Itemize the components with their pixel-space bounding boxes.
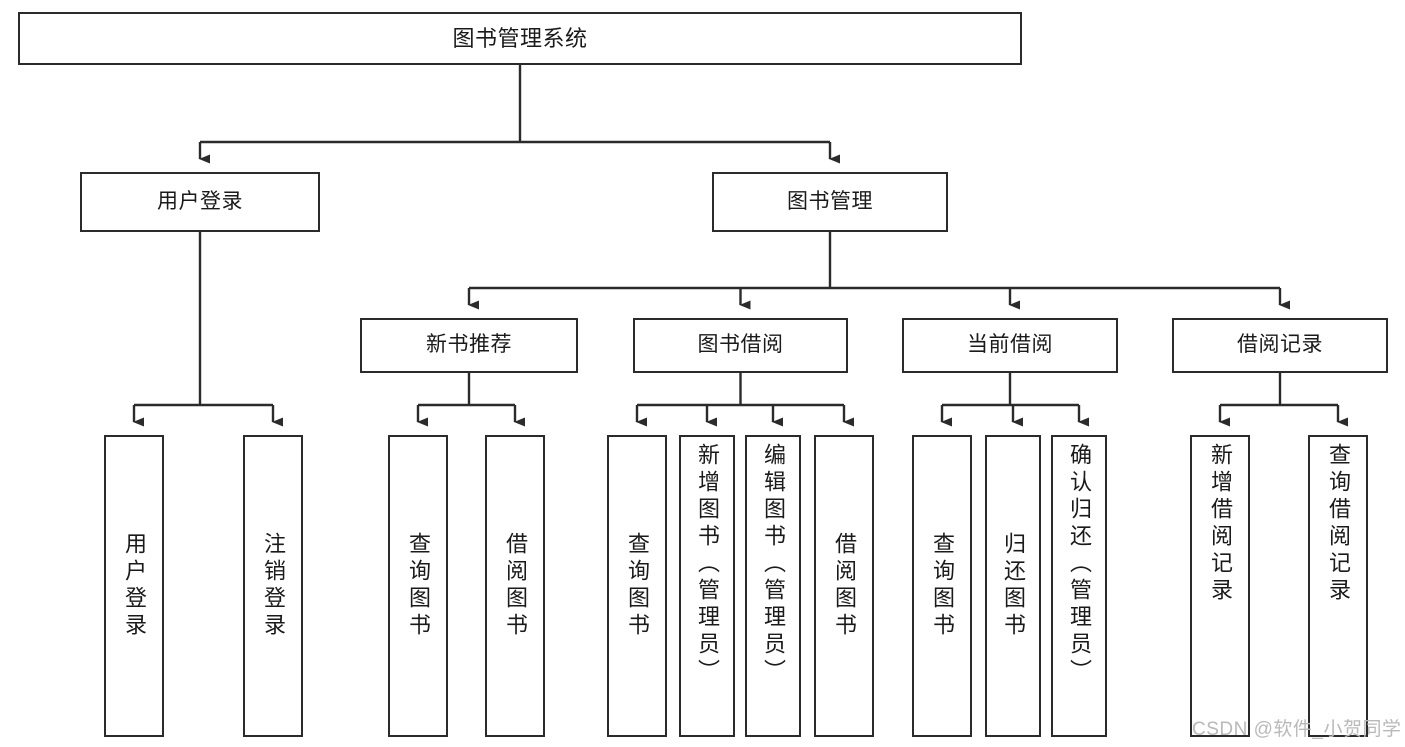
node-label: 借阅图书: [832, 532, 857, 640]
node-leaf-borrow-book-2[interactable]: 借阅图书: [814, 435, 874, 737]
node-leaf-return-book[interactable]: 归还图书: [985, 435, 1041, 737]
node-label: 归还图书: [1001, 532, 1026, 640]
node-leaf-user-logout[interactable]: 注销登录: [243, 435, 303, 737]
node-leaf-confirm-return[interactable]: 确认归还（管理员）: [1051, 435, 1107, 737]
node-label: 新书推荐: [426, 333, 512, 357]
node-label: 查询图书: [625, 532, 650, 640]
node-label: 用户登录: [157, 189, 243, 213]
node-user-login[interactable]: 用户登录: [80, 172, 320, 232]
node-leaf-query-book-1[interactable]: 查询图书: [388, 435, 448, 737]
node-leaf-query-record[interactable]: 查询借阅记录: [1308, 435, 1368, 737]
node-label: 当前借阅: [967, 333, 1053, 357]
watermark-label: CSDN @软件_小贺同学: [1192, 719, 1402, 740]
node-label: 用户登录: [122, 532, 147, 640]
node-book-borrow[interactable]: 图书借阅: [633, 318, 848, 373]
node-leaf-add-book[interactable]: 新增图书（管理员）: [679, 435, 735, 737]
node-book-manage[interactable]: 图书管理: [712, 172, 948, 232]
node-borrow-record[interactable]: 借阅记录: [1172, 318, 1388, 373]
node-label: 新增借阅记录: [1208, 443, 1233, 605]
node-leaf-query-book-3[interactable]: 查询图书: [912, 435, 972, 737]
node-root[interactable]: 图书管理系统: [18, 12, 1022, 65]
node-label: 注销登录: [261, 532, 286, 640]
node-label: 图书借阅: [697, 333, 784, 357]
node-label: 查询图书: [930, 532, 955, 640]
node-label: 借阅记录: [1237, 333, 1323, 357]
node-label: 编辑图书（管理员）: [761, 443, 786, 686]
node-label: 确认归还（管理员）: [1067, 443, 1092, 686]
node-leaf-query-book-2[interactable]: 查询图书: [607, 435, 667, 737]
node-leaf-borrow-book-1[interactable]: 借阅图书: [485, 435, 545, 737]
node-label: 新增图书（管理员）: [695, 443, 720, 686]
node-label: 借阅图书: [503, 532, 528, 640]
node-label: 图书管理: [787, 189, 873, 213]
node-current-borrow[interactable]: 当前借阅: [902, 318, 1118, 373]
node-leaf-add-record[interactable]: 新增借阅记录: [1190, 435, 1250, 737]
node-new-book-rec[interactable]: 新书推荐: [360, 318, 578, 373]
node-leaf-edit-book[interactable]: 编辑图书（管理员）: [745, 435, 801, 737]
node-label: 图书管理系统: [452, 25, 588, 51]
node-leaf-user-login[interactable]: 用户登录: [104, 435, 164, 737]
node-label: 查询借阅记录: [1326, 443, 1351, 605]
node-label: 查询图书: [406, 532, 431, 640]
